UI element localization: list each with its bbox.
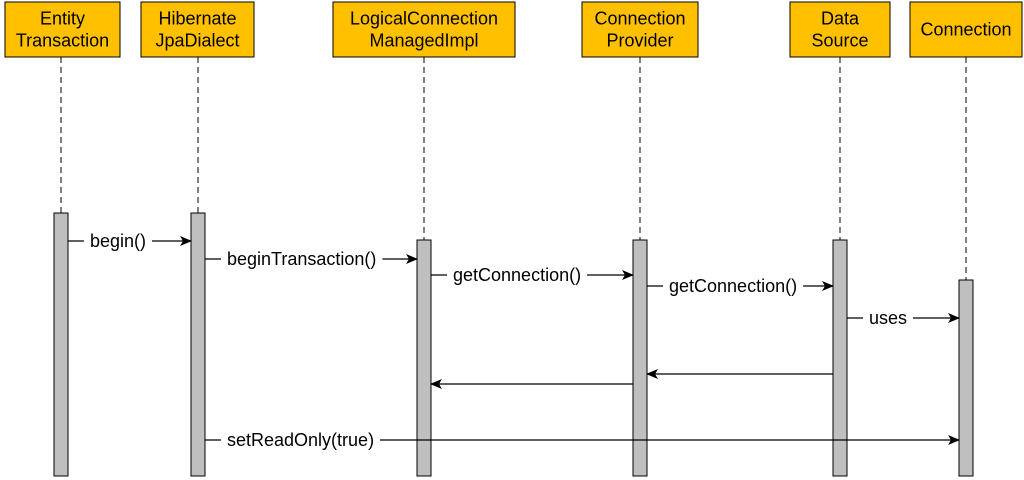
participant-label: Entity [40,9,85,29]
participant-label: LogicalConnection [350,9,498,29]
participant-box [909,1,1023,58]
message-7: setReadOnly(true) [205,429,960,451]
message-label: uses [869,308,907,328]
participant-label: JpaDialect [155,31,239,51]
message-label: getConnection() [669,276,797,296]
message-4: uses [847,307,960,329]
participant-label: ManagedImpl [369,31,478,51]
message-label: getConnection() [453,265,581,285]
participant-box [332,1,516,58]
activation-bar-lcm [416,239,432,477]
message-label-bg [447,264,588,286]
message-label: beginTransaction() [227,249,376,269]
participant-box [789,1,891,58]
participant-label: Provider [606,31,673,51]
message-2: getConnection() [431,264,634,286]
message-label-bg [663,275,804,297]
activation-bar-et [53,212,69,477]
activation-bar-hjd [190,212,206,477]
message-label-bg [863,307,914,329]
message-label-bg [84,230,153,252]
participant-label: Data [821,9,860,29]
activation-bar-conn [958,279,974,477]
message-label: begin() [90,231,146,251]
message-3: getConnection() [647,275,834,297]
participant-label: Source [811,31,868,51]
participant-box [4,1,121,58]
participant-label: Connection [920,20,1011,40]
participant-box [581,1,699,58]
participant-conn: Connection [909,1,1023,58]
participant-label: Connection [594,9,685,29]
activation-bar-ds [832,239,848,477]
message-1: beginTransaction() [205,248,418,270]
participant-label: Transaction [16,31,109,51]
message-label: setReadOnly(true) [227,430,374,450]
message-0: begin() [68,230,192,252]
message-label-bg [221,429,381,451]
participant-label: Hibernate [158,9,236,29]
participant-box [140,1,255,58]
message-label-bg [221,248,383,270]
activation-bar-cp [632,239,648,477]
